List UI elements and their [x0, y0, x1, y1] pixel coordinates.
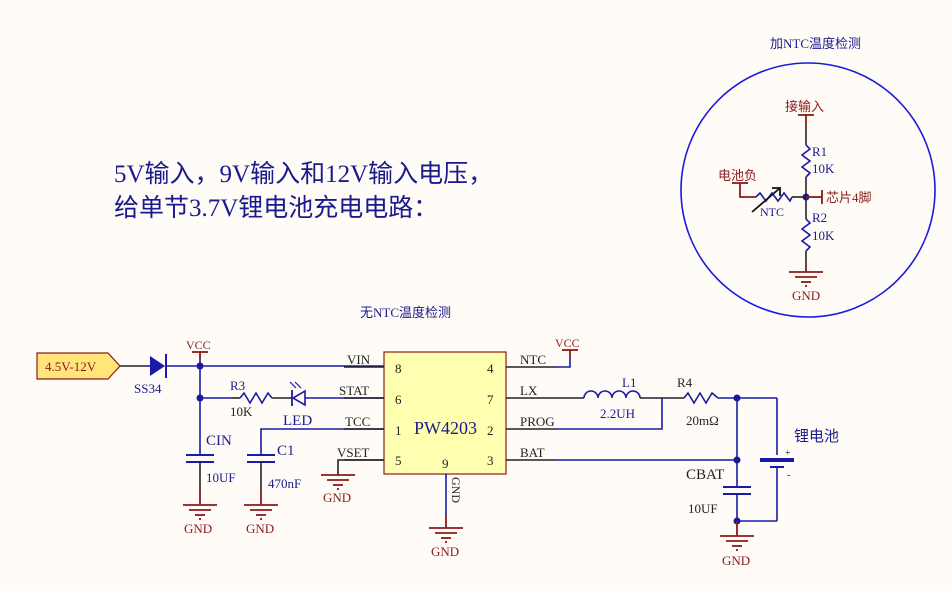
vset-net	[337, 459, 384, 475]
pin-net-lx: LX	[520, 383, 538, 398]
pin-net-bat: BAT	[520, 445, 545, 460]
l1-ref: L1	[622, 375, 636, 390]
input-port: 4.5V-12V	[36, 352, 121, 380]
circuit-description: 5V输入，9V输入和12V输入电压， 给单节3.7V锂电池充电电路：	[114, 158, 493, 226]
diode-ref: SS34	[134, 381, 162, 396]
led: LED	[283, 381, 312, 429]
battery-plus: +	[785, 448, 791, 459]
vcc-label: VCC	[186, 338, 211, 352]
r4-ref: R4	[677, 375, 693, 390]
cbat-value: 10UF	[688, 501, 718, 516]
capacitor-c1: C1 470nF GND	[243, 443, 301, 536]
resistor-r1: R1 10K	[800, 144, 835, 178]
pin-net-stat: STAT	[339, 383, 369, 398]
pin-num: 4	[487, 361, 494, 376]
vcc-label: VCC	[555, 336, 580, 350]
battery: + - 锂电池	[760, 428, 839, 521]
vcc-symbol-left: VCC	[186, 338, 211, 360]
pin-net-ntc: NTC	[520, 352, 546, 367]
r3-ref: R3	[230, 378, 245, 393]
gnd-label: GND	[792, 288, 820, 303]
vcc-symbol-right: VCC	[555, 336, 580, 358]
gnd-label: GND	[246, 521, 274, 536]
pin-num: 8	[395, 361, 402, 376]
tcc-net	[260, 428, 384, 455]
pin-num: 9	[442, 456, 449, 471]
c1-value: 470nF	[268, 476, 301, 491]
r1-ref: R1	[812, 144, 827, 159]
resistor-r3: R3 10K	[230, 378, 273, 419]
r2-value: 10K	[812, 228, 835, 243]
input-port-label: 4.5V-12V	[45, 359, 97, 374]
r1-value: 10K	[812, 161, 835, 176]
pin-num: 2	[487, 423, 494, 438]
ntc-circuit-title: 加NTC温度检测	[770, 36, 861, 51]
battery-label: 锂电池	[794, 428, 839, 445]
pin-net-tcc: TCC	[345, 414, 370, 429]
r3-value: 10K	[230, 404, 253, 419]
gnd-label: GND	[184, 521, 212, 536]
thermistor-ntc: NTC	[751, 187, 793, 219]
led-ref: LED	[283, 413, 312, 429]
r2-ref: R2	[812, 210, 827, 225]
pin-net-prog: PROG	[520, 414, 555, 429]
pin-num: 7	[487, 392, 494, 407]
pin-net-gnd: GND	[449, 477, 463, 503]
capacitor-cbat: CBAT 10UF	[686, 467, 751, 521]
pin-net-vset: VSET	[337, 445, 370, 460]
inductor-l1: L1 2.2UH	[583, 375, 641, 421]
pin-net-vin: VIN	[347, 352, 371, 367]
pin-num: 5	[395, 453, 402, 468]
capacitor-cin: CIN 10UF GND	[182, 433, 236, 536]
diode-ss34: SS34	[134, 354, 167, 396]
description-line-2: 给单节3.7V锂电池充电电路：	[114, 195, 439, 222]
resistor-r4: R4 20mΩ	[677, 375, 719, 428]
main-circuit-title: 无NTC温度检测	[360, 305, 451, 320]
ntc-ref: NTC	[760, 205, 784, 219]
ntc-input-label: 接输入	[785, 99, 824, 114]
description-line-1: 5V输入，9V输入和12V输入电压，	[114, 161, 494, 188]
gnd-label: GND	[323, 490, 351, 505]
battery-neg-label: 电池负	[718, 168, 757, 183]
l1-value: 2.2UH	[600, 406, 635, 421]
cin-value: 10UF	[206, 470, 236, 485]
ic-name: PW4203	[414, 418, 477, 438]
pin-num: 6	[395, 392, 402, 407]
gnd-label: GND	[722, 553, 750, 568]
gnd-label: GND	[431, 544, 459, 559]
pin-num: 3	[487, 453, 494, 468]
chip-pin-label: 芯片4脚	[826, 190, 872, 205]
junction	[733, 456, 741, 464]
resistor-r2: R2 10K	[800, 210, 835, 252]
battery-minus: -	[787, 470, 790, 481]
ntc-detail-circle	[680, 62, 936, 318]
cbat-ref: CBAT	[686, 467, 724, 483]
pin-num: 1	[395, 423, 402, 438]
prog-net	[556, 398, 663, 430]
r4-value: 20mΩ	[686, 413, 719, 428]
c1-ref: C1	[277, 443, 295, 459]
ic-pw4203: PW4203 VIN STAT TCC VSET 8 6 1 5 NTC LX …	[337, 351, 556, 559]
cin-ref: CIN	[206, 433, 232, 449]
